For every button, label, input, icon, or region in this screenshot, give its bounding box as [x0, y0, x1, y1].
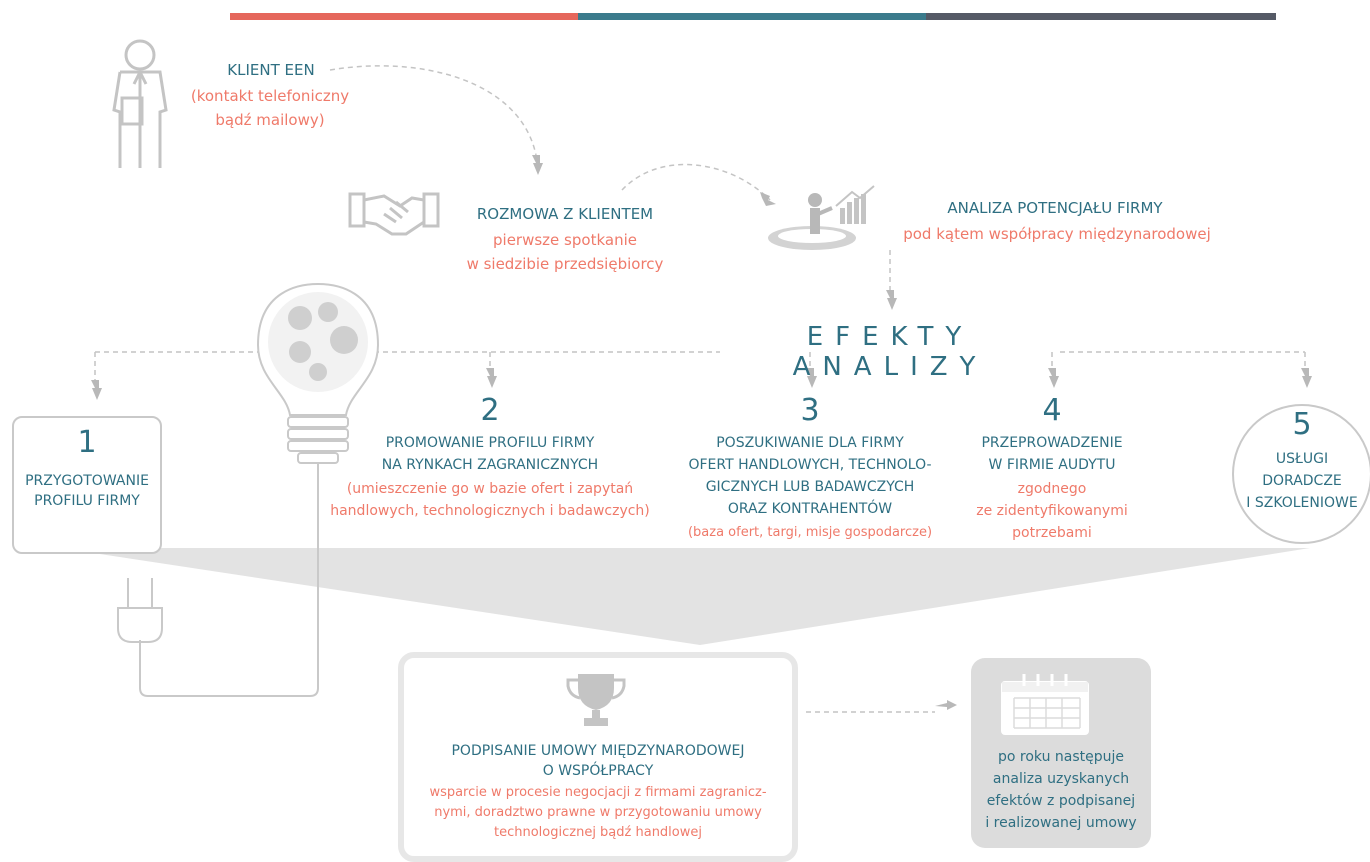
- effect-2-sub-2: handlowych, technologicznych i badawczyc…: [330, 503, 650, 519]
- effect-3-sub-1: (baza ofert, targi, misje gospodarcze): [687, 525, 933, 540]
- person-icon: [112, 39, 168, 168]
- trophy-icon: [566, 674, 626, 726]
- meeting-sub-2: w siedzibie przedsiębiorcy: [466, 255, 664, 273]
- effect-2-line-1: PROMOWANIE PROFILU FIRMY: [385, 435, 595, 451]
- meeting-sub-1: pierwsze spotkanie: [493, 231, 637, 249]
- effect-5-line-1: USŁUGI: [1275, 451, 1329, 467]
- connector-client: [329, 65, 537, 156]
- effect-1-box: [12, 416, 162, 554]
- agreement-sub-1: wsparcie w procesie negocjacji z firmami…: [429, 785, 767, 800]
- effect-3-line-4: ORAZ KONTRAHENTÓW: [727, 501, 893, 517]
- effect-2-sub-1: (umieszczenie go w bazie ofert i zapytań: [346, 481, 634, 497]
- handshake-icon: [348, 192, 440, 236]
- lightbulb-globe-icon: [256, 282, 380, 464]
- effect-4-number: 4: [1042, 393, 1062, 428]
- funnel-shape: [60, 548, 1310, 645]
- effect-2-number: 2: [480, 393, 500, 428]
- effect-1-line-1: PRZYGOTOWANIE: [25, 473, 149, 489]
- analysis-sub: pod kątem współpracy międzynarodowej: [903, 225, 1211, 243]
- agreement-title-2: O WSPÓŁPRACY: [542, 763, 654, 779]
- agreement-sub-2: nymi, doradztwo prawne w przygotowaniu u…: [434, 805, 762, 820]
- review-line-2: analiza uzyskanych: [992, 771, 1130, 787]
- effect-4-line-2: W FIRMIE AUDYTU: [988, 457, 1116, 473]
- effect-2-line-2: NA RYNKACH ZAGRANICZNYCH: [381, 457, 599, 473]
- analysis-title: ANALIZA POTENCJAŁU FIRMY: [947, 199, 1163, 217]
- review-line-1: po roku następuje: [997, 749, 1125, 765]
- effect-5-line-2: DORADCZE: [1262, 473, 1342, 489]
- effects-title: EFEKTY ANALIZY: [792, 322, 988, 382]
- top-bar-red: [230, 13, 578, 20]
- top-bar-dark: [926, 13, 1276, 20]
- top-bar-teal: [578, 13, 926, 20]
- effect-1-line-2: PROFILU FIRMY: [34, 493, 140, 509]
- connector-meeting: [621, 163, 771, 201]
- agreement-sub-3: technologicznej bądź handlowej: [494, 825, 702, 840]
- calendar-icon: [1001, 674, 1089, 735]
- client-sub-1: (kontakt telefoniczny: [190, 87, 350, 105]
- effect-3-line-2: OFERT HANDLOWYCH, TECHNOLO-: [688, 457, 932, 473]
- client-title: KLIENT EEN: [227, 61, 315, 79]
- effect-3-line-1: POSZUKIWANIE DLA FIRMY: [716, 435, 904, 451]
- effect-3-line-3: GICZNYCH LUB BADAWCZYCH: [705, 479, 915, 495]
- meeting-title: ROZMOWA Z KLIENTEM: [476, 205, 654, 223]
- effect-4-sub-2: ze zidentyfikowanymi: [976, 503, 1128, 519]
- effect-4-sub-3: potrzebami: [1012, 525, 1092, 541]
- client-sub-2: bądź mailowy): [215, 111, 325, 129]
- review-line-3: efektów z podpisanej: [986, 793, 1136, 809]
- agreement-title-1: PODPISANIE UMOWY MIĘDZYNARODOWEJ: [451, 743, 745, 759]
- effect-5-number: 5: [1292, 407, 1312, 442]
- effect-1-number: 1: [77, 425, 97, 460]
- effect-5-line-3: I SZKOLENIOWE: [1246, 495, 1358, 511]
- effect-5-circle: [1232, 404, 1370, 544]
- review-line-4: i realizowanej umowy: [985, 815, 1137, 831]
- pointing-hand-icon: [91, 155, 1312, 710]
- effect-4-line-1: PRZEPROWADZENIE: [981, 435, 1123, 451]
- effect-4-sub-1: zgodnego: [1017, 481, 1087, 497]
- plug-icon: [117, 463, 319, 697]
- effect-3-number: 3: [800, 393, 820, 428]
- analysis-icon: [768, 185, 875, 250]
